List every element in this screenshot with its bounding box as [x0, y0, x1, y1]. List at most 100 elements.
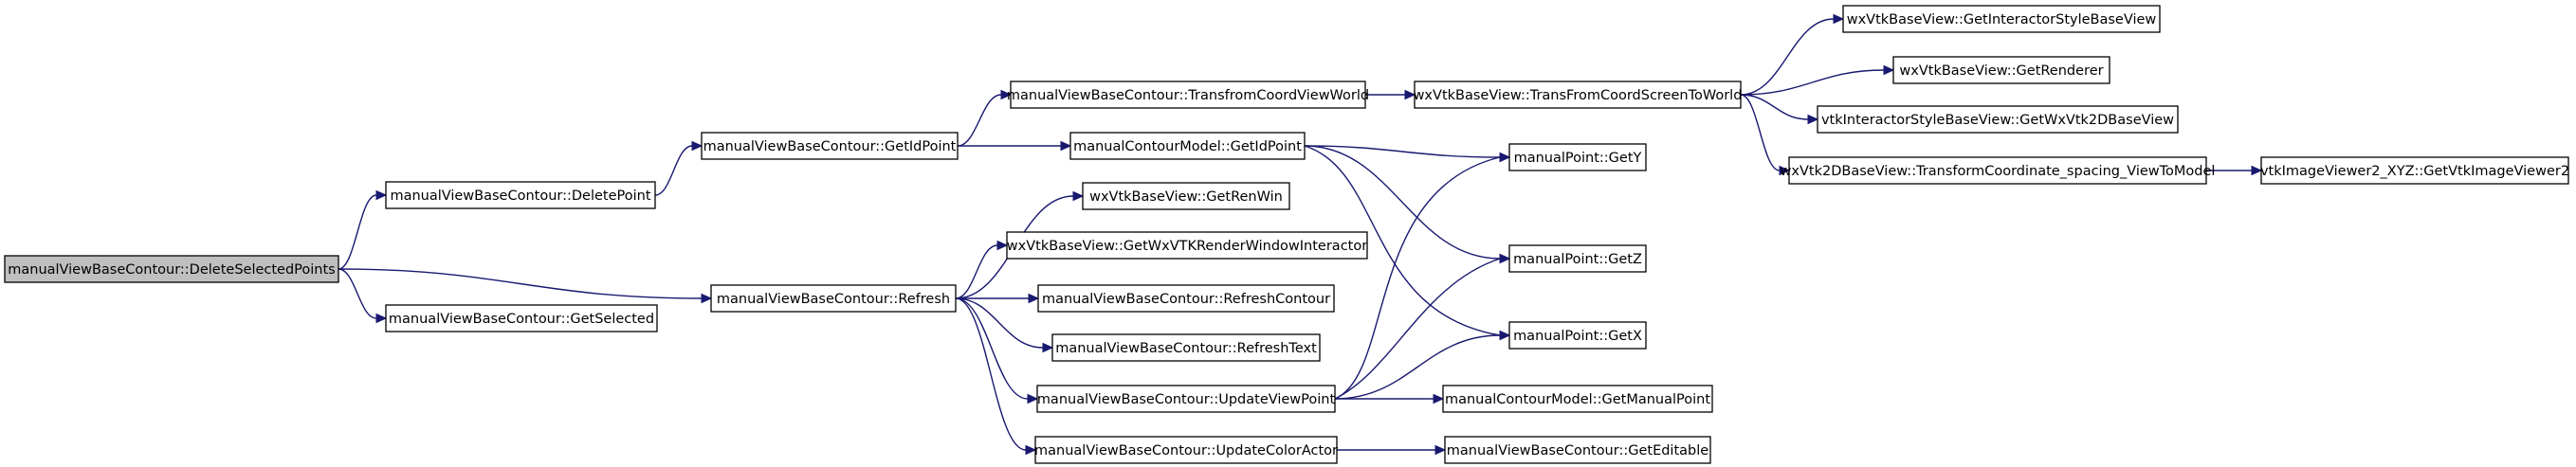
arrowhead-icon	[1025, 444, 1037, 456]
edge-n13-to-n22	[1740, 94, 1791, 176]
function-node[interactable]: manualViewBaseContour::Refresh	[710, 284, 957, 313]
function-node[interactable]: manualPoint::GetZ	[1508, 244, 1647, 273]
function-node[interactable]: manualViewBaseContour::GetSelected	[385, 304, 658, 332]
edge-line	[955, 297, 1029, 400]
call-edges	[338, 13, 2263, 456]
function-node[interactable]: wxVtkBaseView::TransFromCoordScreenToWor…	[1414, 81, 1743, 109]
function-node[interactable]: manualViewBaseContour::UpdateViewPoint	[1036, 385, 1336, 413]
node-box	[1082, 182, 1290, 210]
edge-n6-to-n14	[1304, 145, 1511, 163]
arrowhead-icon	[1499, 253, 1511, 264]
edge-n5-to-n13	[1365, 89, 1416, 100]
edge-line	[338, 268, 377, 319]
arrowhead-icon	[1027, 393, 1039, 404]
function-node[interactable]: manualViewBaseContour::DeletePoint	[385, 181, 656, 209]
function-node[interactable]: wxVtkBaseView::GetRenWin	[1082, 182, 1290, 210]
edge-n4-to-n5	[957, 89, 1013, 147]
function-node[interactable]: manualViewBaseContour::RefreshContour	[1037, 284, 1335, 313]
function-node[interactable]: manualViewBaseContour::GetIdPoint	[701, 132, 959, 160]
function-node[interactable]: vtkInteractorStyleBaseView::GetWxVtk2DBa…	[1817, 105, 2179, 134]
edge-n1-to-n4	[654, 140, 703, 196]
node-box	[1034, 436, 1338, 464]
node-label: wxVtk2DBaseView::TransformCoordinate_spa…	[1781, 164, 2216, 179]
edge-line	[1304, 145, 1501, 336]
arrowhead-icon	[701, 293, 713, 304]
root-function-node[interactable]: manualViewBaseContour::DeleteSelectedPoi…	[4, 255, 339, 283]
node-label: manualContourModel::GetManualPoint	[1445, 392, 1710, 407]
arrowhead-icon	[1042, 342, 1054, 353]
function-node[interactable]: manualPoint::GetY	[1508, 143, 1647, 171]
function-node[interactable]: manualPoint::GetX	[1508, 321, 1647, 350]
edge-n3-to-n9	[956, 293, 1040, 304]
node-label: manualViewBaseContour::Refresh	[717, 292, 950, 307]
function-node[interactable]: vtkImageViewer2_XYZ::GetVtkImageViewer2	[2260, 156, 2569, 185]
arrowhead-icon	[1807, 114, 1819, 125]
edge-line	[1334, 156, 1501, 400]
function-node[interactable]: wxVtkBaseView::GetInteractorStyleBaseVie…	[1842, 5, 2161, 33]
node-box	[1444, 436, 1711, 464]
arrowhead-icon	[1434, 444, 1447, 456]
edge-n11-to-n16	[1334, 330, 1511, 400]
node-label: wxVtkBaseView::GetWxVTKRenderWindowInter…	[1007, 239, 1367, 254]
edge-n3-to-n12	[955, 297, 1037, 456]
function-node[interactable]: manualContourModel::GetIdPoint	[1069, 132, 1306, 160]
arrowhead-icon	[375, 189, 388, 201]
function-node[interactable]: wxVtkBaseView::GetRenderer	[1892, 56, 2110, 84]
arrowhead-icon	[1060, 140, 1072, 152]
node-box	[710, 284, 957, 313]
arrowhead-icon	[1779, 165, 1791, 176]
edge-line	[1304, 145, 1501, 260]
arrowhead-icon	[996, 240, 1009, 251]
function-node[interactable]: manualContourModel::GetManualPoint	[1442, 385, 1713, 413]
node-box	[1508, 143, 1647, 171]
node-box	[4, 255, 339, 283]
node-label: vtkImageViewer2_XYZ::GetVtkImageViewer2	[2260, 164, 2569, 179]
function-node[interactable]: manualViewBaseContour::RefreshText	[1051, 333, 1321, 362]
node-box	[1037, 284, 1335, 313]
edge-n0-to-n2	[338, 268, 388, 324]
node-label: manualViewBaseContour::GetIdPoint	[703, 139, 957, 154]
node-box	[2260, 156, 2569, 185]
arrowhead-icon	[2251, 165, 2263, 176]
edge-line	[1740, 69, 1885, 96]
node-box	[1508, 244, 1647, 273]
function-node[interactable]: manualViewBaseContour::TransfromCoordVie…	[1007, 81, 1369, 109]
edge-n0-to-n3	[338, 268, 713, 304]
node-label: manualViewBaseContour::RefreshContour	[1042, 292, 1330, 307]
function-node[interactable]: wxVtk2DBaseView::TransformCoordinate_spa…	[1781, 156, 2216, 185]
node-box	[1508, 321, 1647, 350]
node-label: manualPoint::GetZ	[1513, 252, 1642, 267]
node-label: manualViewBaseContour::DeleteSelectedPoi…	[8, 262, 336, 278]
function-node[interactable]: manualViewBaseContour::UpdateColorActor	[1034, 436, 1338, 464]
function-node[interactable]: wxVtkBaseView::GetWxVTKRenderWindowInter…	[1006, 231, 1368, 260]
edge-n22-to-n23	[2206, 165, 2263, 176]
node-box	[1788, 156, 2207, 185]
edge-line	[1304, 145, 1501, 158]
node-label: manualPoint::GetX	[1513, 329, 1642, 344]
node-box	[1442, 385, 1713, 413]
edge-line	[654, 145, 693, 196]
edge-line	[1740, 94, 1781, 171]
node-label: manualViewBaseContour::RefreshText	[1055, 341, 1317, 356]
arrowhead-icon	[1433, 393, 1445, 404]
edge-line	[955, 297, 1044, 349]
arrowhead-icon	[1883, 64, 1895, 76]
node-label: manualViewBaseContour::TransfromCoordVie…	[1007, 88, 1369, 103]
edge-line	[955, 297, 1027, 451]
node-label: manualContourModel::GetIdPoint	[1073, 139, 1302, 154]
arrowhead-icon	[1499, 330, 1511, 341]
edge-line	[957, 94, 1002, 147]
node-label: manualViewBaseContour::UpdateViewPoint	[1037, 392, 1336, 407]
node-box	[701, 132, 959, 160]
node-box	[1010, 81, 1366, 109]
node-box	[1892, 56, 2110, 84]
edge-n11-to-n15	[1334, 253, 1511, 400]
edge-n3-to-n8	[955, 240, 1009, 299]
node-label: manualPoint::GetY	[1514, 151, 1642, 166]
node-label: manualViewBaseContour::UpdateColorActor	[1034, 443, 1338, 458]
node-box	[385, 181, 656, 209]
function-node[interactable]: manualViewBaseContour::GetEditable	[1444, 436, 1711, 464]
arrowhead-icon	[375, 313, 388, 324]
arrowhead-icon	[1072, 190, 1085, 202]
